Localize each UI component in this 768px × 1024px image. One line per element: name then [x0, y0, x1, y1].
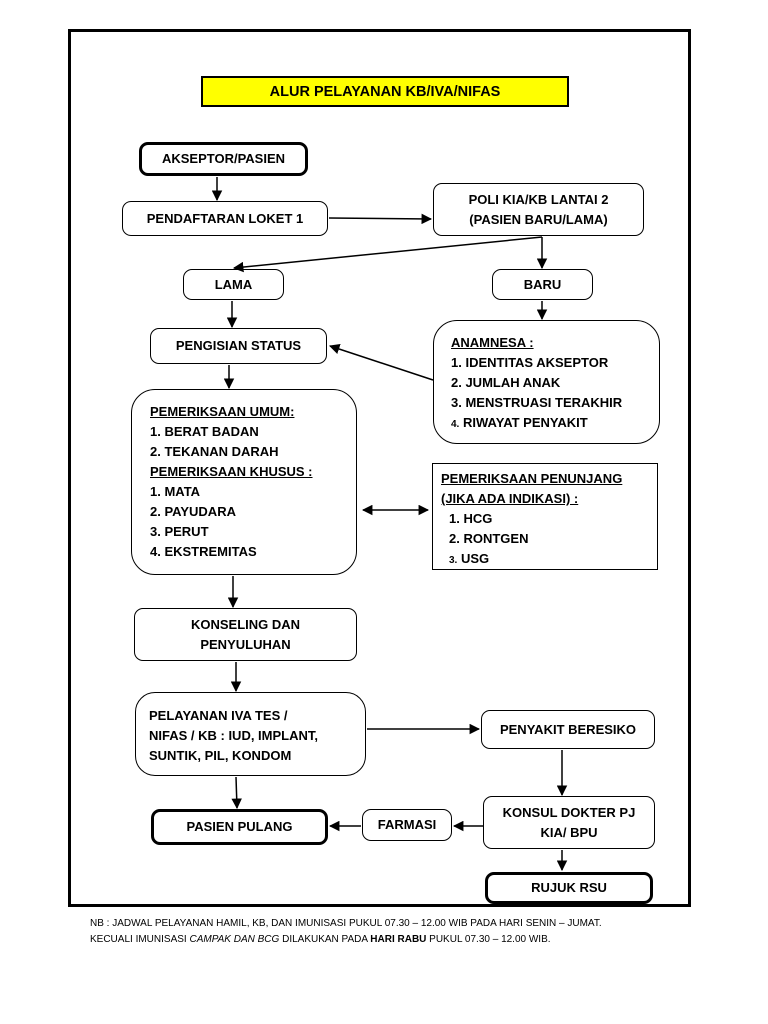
- pemeriksaan-item: 1. BERAT BADAN: [150, 424, 259, 439]
- node-pelayanan: PELAYANAN IVA TES / NIFAS / KB : IUD, IM…: [135, 692, 366, 776]
- node-konsul-line1: KONSUL DOKTER PJ: [502, 804, 636, 820]
- node-konsul-dokter: KONSUL DOKTER PJ KIA/ BPU: [483, 796, 655, 849]
- node-konseling: KONSELING DAN PENYULUHAN: [134, 608, 357, 661]
- pelayanan-line: SUNTIK, PIL, KONDOM: [149, 748, 292, 763]
- node-poli-line2: (PASIEN BARU/LAMA): [469, 211, 608, 227]
- node-akseptor: AKSEPTOR/PASIEN: [139, 142, 308, 176]
- note-italic: CAMPAK DAN BCG: [189, 934, 280, 945]
- anamnesa-item-number: 4.: [451, 419, 460, 430]
- arrow-anamnesa-pengisian: [329, 343, 434, 381]
- node-penyakit-beresiko: PENYAKIT BERESIKO: [481, 710, 655, 749]
- anamnesa-item: 1. IDENTITAS AKSEPTOR: [451, 355, 609, 370]
- node-poli-line1: POLI KIA/KB LANTAI 2: [468, 191, 609, 207]
- anamnesa-item: 4. RIWAYAT PENYAKIT: [451, 413, 651, 435]
- diagram-frame: [68, 29, 691, 907]
- pemeriksaan-umum-heading: PEMERIKSAAN UMUM:: [150, 404, 295, 419]
- node-konsul-line2: KIA/ BPU: [540, 824, 598, 840]
- arrow-pelayanan-pulang: [231, 776, 242, 810]
- node-baru: BARU: [492, 269, 593, 300]
- node-pendaftaran: PENDAFTARAN LOKET 1: [122, 201, 328, 236]
- pemeriksaan-item: 2. TEKANAN DARAH: [150, 444, 279, 459]
- pelayanan-line: NIFAS / KB : IUD, IMPLANT,: [149, 728, 318, 743]
- anamnesa-item: 2. JUMLAH ANAK: [451, 375, 561, 390]
- diagram-title: ALUR PELAYANAN KB/IVA/NIFAS: [201, 76, 569, 107]
- penunjang-heading: PEMERIKSAAN PENUNJANG: [441, 471, 623, 486]
- schedule-note: NB : JADWAL PELAYANAN HAMIL, KB, DAN IMU…: [90, 916, 602, 948]
- anamnesa-heading: ANAMNESA :: [451, 335, 534, 350]
- pemeriksaan-item: 3. PERUT: [150, 524, 209, 539]
- pemeriksaan-item: 1. MATA: [150, 484, 201, 499]
- node-penunjang: PEMERIKSAAN PENUNJANG (JIKA ADA INDIKASI…: [432, 463, 658, 570]
- note-bold: HARI RABU: [370, 934, 427, 945]
- arrow-pendaftaran-poli: [328, 213, 433, 225]
- arrow-poli-lama: [232, 236, 543, 273]
- pelayanan-line: PELAYANAN IVA TES /: [149, 708, 288, 723]
- node-konseling-line1: KONSELING DAN: [190, 616, 301, 632]
- pemeriksaan-khusus-heading: PEMERIKSAAN KHUSUS :: [150, 464, 313, 479]
- schedule-note-line1: NB : JADWAL PELAYANAN HAMIL, KB, DAN IMU…: [90, 918, 602, 929]
- note-text: KECUALI IMUNISASI: [90, 934, 190, 945]
- penunjang-item: 2. RONTGEN: [449, 531, 529, 546]
- node-poli: POLI KIA/KB LANTAI 2 (PASIEN BARU/LAMA): [433, 183, 644, 236]
- node-farmasi: FARMASI: [362, 809, 452, 841]
- schedule-note-line2: KECUALI IMUNISASI CAMPAK DAN BCG DILAKUK…: [90, 932, 602, 948]
- anamnesa-item: 3. MENSTRUASI TERAKHIR: [451, 395, 623, 410]
- node-rujuk-rsu: RUJUK RSU: [485, 872, 653, 904]
- note-text: DILAKUKAN PADA: [279, 934, 371, 945]
- note-text: PUKUL 07.30 – 12.00 WIB.: [426, 934, 551, 945]
- node-pemeriksaan: PEMERIKSAAN UMUM: 1. BERAT BADAN 2. TEKA…: [131, 389, 357, 575]
- pemeriksaan-item: 2. PAYUDARA: [150, 504, 236, 519]
- node-anamnesa: ANAMNESA : 1. IDENTITAS AKSEPTOR 2. JUML…: [433, 320, 660, 444]
- penunjang-item-text: USG: [460, 551, 490, 566]
- penunjang-heading: (JIKA ADA INDIKASI) :: [441, 491, 579, 506]
- penunjang-item: 1. HCG: [449, 511, 493, 526]
- node-pengisian-status: PENGISIAN STATUS: [150, 328, 327, 364]
- node-konseling-line2: PENYULUHAN: [200, 636, 291, 652]
- anamnesa-item-text: RIWAYAT PENYAKIT: [462, 415, 588, 430]
- penunjang-item: 3. USG: [441, 549, 653, 571]
- pemeriksaan-item: 4. EKSTREMITAS: [150, 544, 257, 559]
- penunjang-item-number: 3.: [449, 555, 458, 566]
- node-pasien-pulang: PASIEN PULANG: [151, 809, 328, 845]
